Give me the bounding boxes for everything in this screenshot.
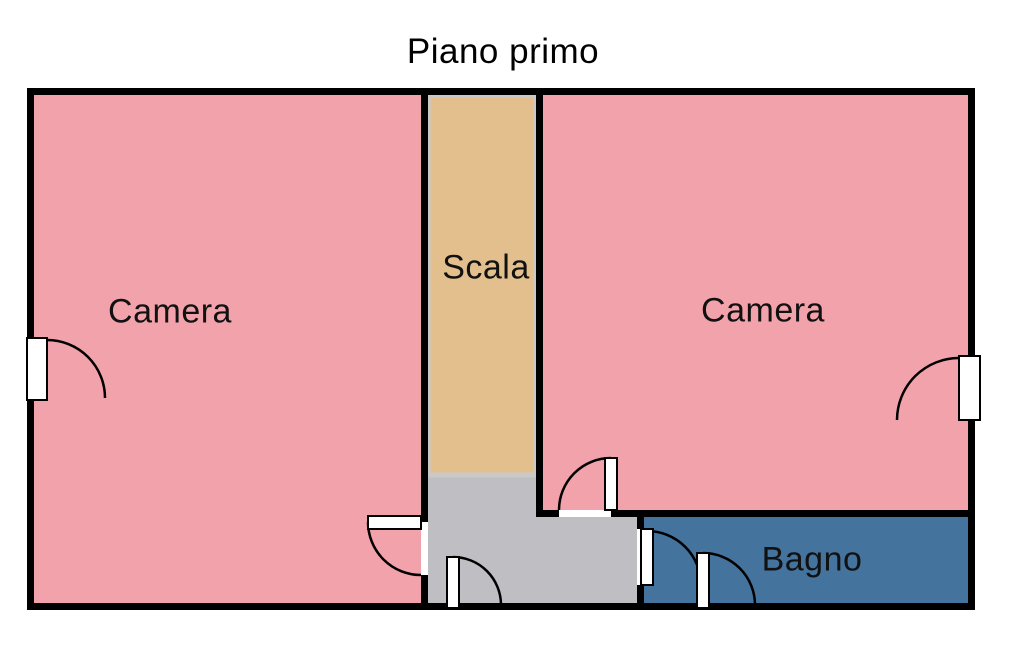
wall-stairs-right bbox=[536, 95, 543, 517]
wall-bagno-left-lower bbox=[637, 585, 644, 603]
wall-mid-horizontal-right bbox=[611, 510, 968, 517]
room-camera-left-fill bbox=[34, 95, 421, 603]
door-leaf-bagno bbox=[640, 528, 654, 586]
floor-title: Piano primo bbox=[406, 32, 600, 71]
room-label-camera-right: Camera bbox=[701, 291, 825, 330]
room-label-scala: Scala bbox=[442, 248, 530, 287]
wall-stairs-left-upper bbox=[421, 95, 428, 522]
door-leaf-bagno-bottom bbox=[696, 552, 710, 609]
door-leaf-right-exterior bbox=[958, 355, 981, 421]
hallway-lower-fill bbox=[428, 517, 637, 603]
door-arc-hall-entrance bbox=[452, 555, 503, 606]
door-arc-camera-right-hall bbox=[557, 456, 612, 511]
door-leaf-hall-entrance bbox=[446, 556, 460, 609]
wall-mid-horizontal-left bbox=[536, 510, 559, 517]
door-leaf-camera-right-hall bbox=[604, 457, 618, 511]
wall-stairs-left-lower bbox=[421, 575, 428, 603]
door-arc-left-exterior bbox=[46, 338, 107, 399]
hallway-upper-fill bbox=[428, 475, 536, 517]
wall-outer-right bbox=[968, 88, 975, 610]
room-label-bagno: Bagno bbox=[761, 540, 863, 579]
door-leaf-left-exterior bbox=[26, 337, 48, 401]
door-leaf-camera-left-hall bbox=[367, 515, 422, 530]
wall-outer-top bbox=[27, 88, 975, 95]
door-arc-camera-left-hall bbox=[366, 521, 422, 577]
door-arc-right-exterior bbox=[895, 356, 960, 421]
room-label-camera-left: Camera bbox=[108, 292, 232, 331]
room-camera-right-fill bbox=[543, 95, 968, 510]
wall-outer-bottom bbox=[27, 603, 975, 610]
wall-bagno-left-upper bbox=[637, 517, 644, 529]
door-arc-bagno-bottom bbox=[702, 551, 757, 606]
